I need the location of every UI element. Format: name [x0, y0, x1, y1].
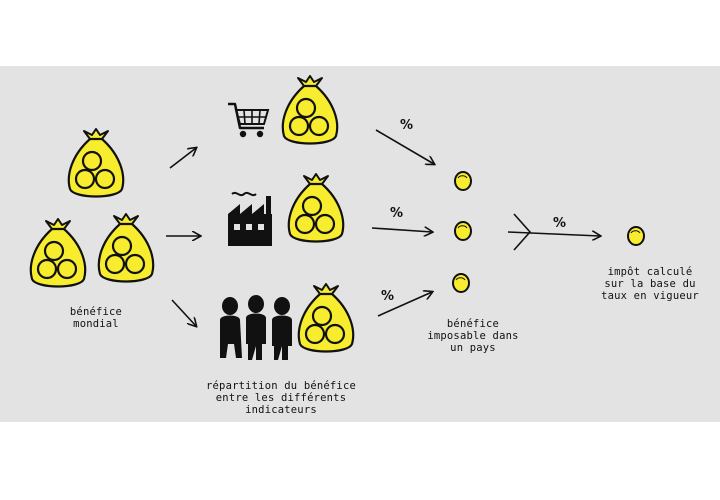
arrow-icon	[169, 148, 196, 169]
tax-label: impôt calculé sur la base du taux en vig…	[601, 266, 699, 302]
coin-icon	[452, 273, 470, 293]
distribution-label: répartition du bénéfice entre les différ…	[206, 380, 356, 416]
arrow-icon	[171, 299, 196, 326]
coin-icon	[627, 226, 645, 246]
arrow-icon	[507, 232, 600, 236]
chevron-icon	[513, 213, 532, 251]
money-bag-icon	[97, 212, 155, 283]
percent-label: %	[381, 289, 395, 304]
money-bag-icon	[297, 282, 355, 353]
percent-label: %	[400, 118, 414, 133]
coin-icon	[454, 221, 472, 241]
arrow-icon	[371, 228, 432, 232]
money-bag-icon	[29, 217, 87, 288]
money-bag-icon	[287, 172, 345, 243]
shopping-cart-icon	[228, 102, 270, 138]
people-icon	[220, 295, 292, 360]
global-profit-label: bénéfice mondial	[69, 306, 123, 330]
arrow-icon	[375, 129, 434, 164]
taxable-profit-label: bénéfice imposable dans un pays	[427, 318, 519, 354]
money-bag-icon	[67, 127, 125, 198]
coin-icon	[454, 171, 472, 191]
percent-label: %	[390, 206, 404, 221]
factory-icon	[228, 191, 272, 246]
percent-label: %	[553, 216, 567, 231]
arrow-icon	[377, 292, 432, 317]
money-bag-icon	[281, 74, 339, 145]
